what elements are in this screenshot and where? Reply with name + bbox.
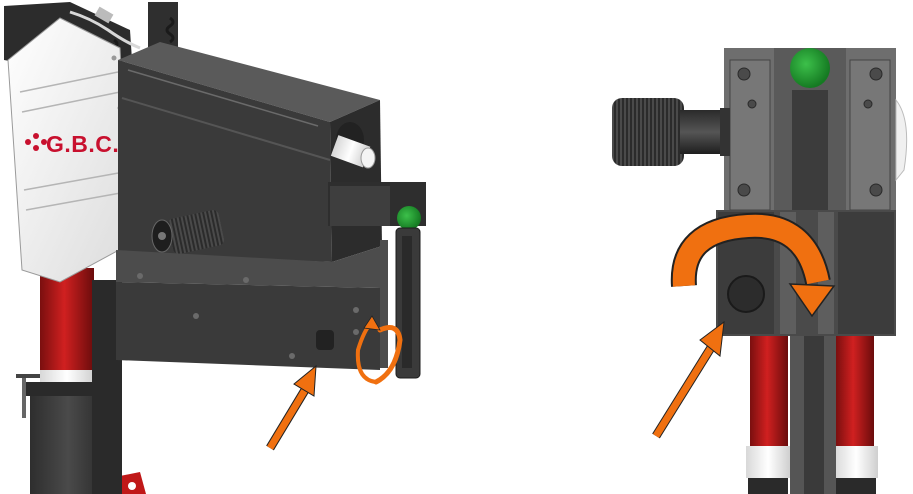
side-rod: [22, 378, 26, 418]
red-tube: [40, 268, 94, 378]
main-block-edge: [127, 69, 319, 127]
handle-rod: [380, 240, 388, 368]
rotation-arrow: [670, 212, 836, 318]
bottom-white-dot: [128, 482, 136, 490]
pointer-arrow-right: [652, 320, 725, 439]
lower-block-screws: [137, 273, 359, 359]
right-view: [612, 48, 908, 494]
handle-slot: [402, 236, 412, 368]
left-view: G.B.C.: [4, 2, 426, 494]
white-edge: [895, 98, 908, 182]
side-lever: [16, 374, 40, 378]
center-column-slot: [804, 330, 824, 494]
white-peg: [330, 135, 376, 169]
red-tube-left: [750, 336, 788, 454]
cable-fitting: [94, 6, 114, 24]
white-band-right: [834, 446, 878, 478]
lower-block-right: [838, 212, 894, 334]
brand-logo: G.B.C.: [46, 131, 119, 157]
green-indicator-top: [790, 48, 830, 88]
handle-face: [330, 186, 390, 226]
small-bolt: [316, 330, 334, 350]
lock-screw: [727, 275, 765, 313]
brand-logo-mark: [25, 133, 47, 151]
pointer-arrow: [266, 364, 317, 451]
white-band-left: [746, 446, 790, 478]
main-block-front: [118, 60, 332, 262]
upper-left-panel: [729, 59, 771, 211]
main-block-top: [118, 42, 380, 122]
column-clamp: [22, 382, 110, 396]
green-indicator: [397, 206, 421, 230]
front-knob: [151, 210, 225, 254]
panel-grooves: [19, 71, 127, 211]
housing-screws: [737, 67, 883, 197]
upper-right-panel: [849, 59, 891, 211]
lower-block-front: [116, 282, 380, 370]
lower-block-top: [116, 246, 382, 288]
red-tube-right: [836, 336, 874, 454]
cable: [69, 10, 141, 50]
rotate-arrow-head: [363, 315, 381, 331]
dark-foot-right: [836, 478, 876, 494]
dark-foot-left: [748, 478, 788, 494]
knurled-knob: [612, 98, 730, 166]
main-block-groove: [121, 97, 331, 161]
upper-housing-slot: [792, 90, 828, 214]
